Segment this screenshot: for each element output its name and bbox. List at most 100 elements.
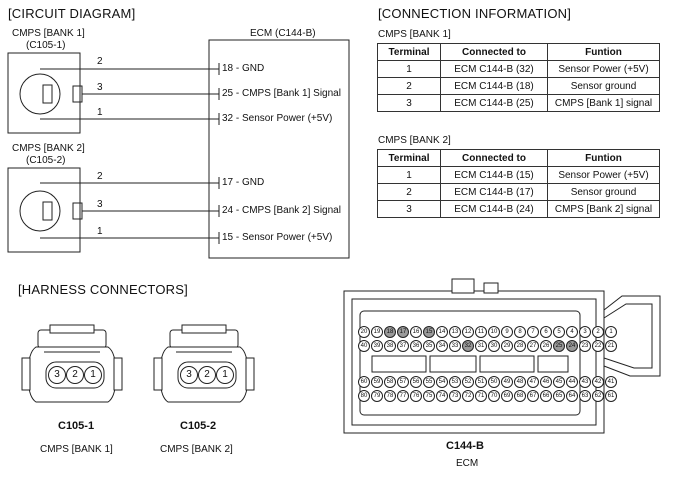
ecm-box [208, 39, 350, 259]
cell: ECM C144-B (18) [440, 77, 548, 95]
ecm-pin-45: 45 [553, 376, 565, 388]
ecm-pin-41: 41 [605, 376, 617, 388]
pin-circle: 2 [198, 366, 216, 384]
ecm-pin-7: 7 [527, 326, 539, 338]
ecm-pin-13: 13 [449, 326, 461, 338]
ecm-pin-76: 76 [410, 390, 422, 402]
table-row: 1 ECM C144-B (32) Sensor Power (+5V) [377, 60, 660, 78]
cell: 2 [377, 183, 441, 201]
th-connected: Connected to [440, 43, 548, 61]
sensor1-pin-3: 3 [97, 82, 103, 93]
ecm-pin-55: 55 [423, 376, 435, 388]
ecm-pin-50: 50 [488, 376, 500, 388]
ecm-pin-19: 19 [371, 326, 383, 338]
ecm-pin-49: 49 [501, 376, 513, 388]
th-terminal: Terminal [377, 149, 441, 167]
c105-2-code: C105-2 [180, 420, 217, 432]
th-function: Funtion [547, 149, 660, 167]
ecm-pin-6: 6 [540, 326, 552, 338]
ecm-label: ECM (C144-B) [250, 28, 316, 39]
ecm-pin-34: 34 [436, 340, 448, 352]
pin-circle: 1 [216, 366, 234, 384]
sensor1-circle [19, 73, 61, 115]
table-row: 2 ECM C144-B (17) Sensor ground [377, 183, 660, 201]
th-connected: Connected to [440, 149, 548, 167]
cell: 3 [377, 200, 441, 218]
bank2-table-label: CMPS [BANK 2] [378, 135, 451, 146]
ecm-pin-53: 53 [449, 376, 461, 388]
ecm-pin-36: 36 [410, 340, 422, 352]
ecm-pin-11: 11 [475, 326, 487, 338]
ecm-pin-21: 21 [605, 340, 617, 352]
ecm-pin-58: 58 [384, 376, 396, 388]
c105-1-code: C105-1 [58, 420, 95, 432]
bank1-table-label: CMPS [BANK 1] [378, 29, 451, 40]
ecm-pin-52: 52 [462, 376, 474, 388]
ecm-pin-66: 66 [540, 390, 552, 402]
ecm-pin-48: 48 [514, 376, 526, 388]
cell: Sensor ground [547, 77, 660, 95]
ecm-pin-80: 80 [358, 390, 370, 402]
ecm-pin-73: 73 [449, 390, 461, 402]
ecm-pin-35: 35 [423, 340, 435, 352]
ecm-pin-3: 3 [579, 326, 591, 338]
ecm-pin-12: 12 [462, 326, 474, 338]
cell: Sensor Power (+5V) [547, 166, 660, 184]
sensor2-pin-3: 3 [97, 199, 103, 210]
ecm-pin-16: 16 [410, 326, 422, 338]
connection-title: [CONNECTION INFORMATION] [378, 6, 572, 21]
sensor2-pin-1: 1 [97, 226, 103, 237]
ecm-pin-42: 42 [592, 376, 604, 388]
ecm-pin-62: 62 [592, 390, 604, 402]
ecm-pin-46: 46 [540, 376, 552, 388]
ecm-pin-39: 39 [371, 340, 383, 352]
cell: CMPS [Bank 2] signal [547, 200, 660, 218]
ecm-pin-37: 37 [397, 340, 409, 352]
pin-circle: 3 [180, 366, 198, 384]
circuit-title: [CIRCUIT DIAGRAM] [8, 6, 136, 21]
ecm-pin-27: 27 [527, 340, 539, 352]
ecm-pin-8: 8 [514, 326, 526, 338]
table-row: 3 ECM C144-B (24) CMPS [Bank 2] signal [377, 200, 660, 218]
ecm-pin-60: 60 [358, 376, 370, 388]
ecm-pin-51: 51 [475, 376, 487, 388]
ecm-pin-14: 14 [436, 326, 448, 338]
ecm-pin-32: 32 [462, 340, 474, 352]
th-function: Funtion [547, 43, 660, 61]
ecm-pin-22: 22 [592, 340, 604, 352]
ecm-pin-71: 71 [475, 390, 487, 402]
ecm-pin-68: 68 [514, 390, 526, 402]
ecm-pin-24: 24 - CMPS [Bank 2] Signal [222, 205, 341, 216]
ecm-pin-15: 15 [423, 326, 435, 338]
ecm-pin-33: 33 [449, 340, 461, 352]
c144b-drawing [343, 278, 661, 434]
ecm-pin-24: 24 [566, 340, 578, 352]
sensor1-pin-2: 2 [97, 56, 103, 67]
ecm-pin-65: 65 [553, 390, 565, 402]
c105-2-name: CMPS [BANK 2] [160, 444, 233, 455]
ecm-pin-30: 30 [488, 340, 500, 352]
ecm-pin-23: 23 [579, 340, 591, 352]
cell: CMPS [Bank 1] signal [547, 94, 660, 112]
ecm-pin-57: 57 [397, 376, 409, 388]
sensor2-box [7, 167, 81, 253]
ecm-pin-59: 59 [371, 376, 383, 388]
cell: ECM C144-B (17) [440, 183, 548, 201]
ecm-pin-1: 1 [605, 326, 617, 338]
cell: Sensor Power (+5V) [547, 60, 660, 78]
ecm-pin-43: 43 [579, 376, 591, 388]
cell: 1 [377, 166, 441, 184]
ecm-pin-25: 25 - CMPS [Bank 1] Signal [222, 88, 341, 99]
ecm-pin-17: 17 [397, 326, 409, 338]
ecm-pin-70: 70 [488, 390, 500, 402]
ecm-pin-26: 26 [540, 340, 552, 352]
ecm-pin-25: 25 [553, 340, 565, 352]
ecm-pin-63: 63 [579, 390, 591, 402]
ecm-pin-31: 31 [475, 340, 487, 352]
bank2-table: Terminal Connected to Funtion 1 ECM C144… [377, 149, 660, 218]
cell: ECM C144-B (25) [440, 94, 548, 112]
ecm-pin-17: 17 - GND [222, 177, 265, 188]
